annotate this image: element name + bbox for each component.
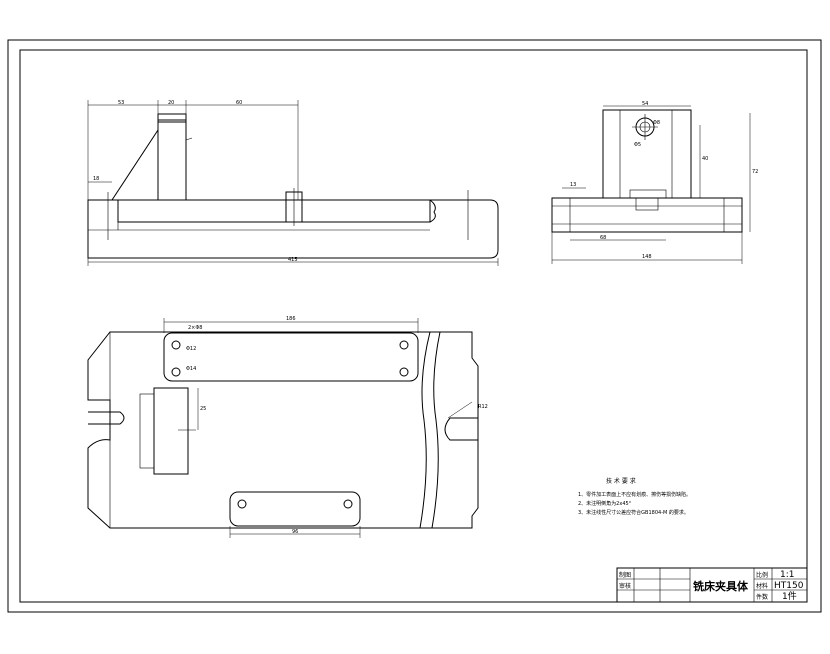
side-hole-label-1: Φ8 [653,120,660,126]
tb-material-label: 材料 [756,582,768,590]
tb-material: HT150 [774,581,804,591]
side-dim-right: 40 [702,156,708,162]
side-dim-left-small: 13 [570,182,576,188]
front-dim-top-1: 53 [118,100,124,106]
top-view: 186 96 R12 25 2×Φ8 Φ12 Φ14 [87,316,488,538]
top-dim-top: 186 [286,316,296,322]
notes-line-2: 2、未注明倒角为2x45° [578,500,632,507]
side-dim-top: 54 [642,101,648,107]
tb-scale: 1:1 [780,570,794,580]
notes-line-1: 1、零件加工表面上不应有划痕、擦伤等损伤缺陷。 [578,491,691,498]
side-dim-height: 72 [752,169,758,175]
front-dim-top-3: 60 [236,100,242,106]
top-hole-2: Φ12 [186,346,196,352]
front-dim-top-2: 20 [168,100,174,106]
tb-row1-left: 制图 [619,571,631,579]
front-dim-overall: 415 [288,257,298,263]
tb-row2-left: 审核 [619,582,631,590]
side-dim-bottom-inner: 68 [600,235,606,241]
top-dim-side: 25 [200,406,206,412]
top-dim-slot: R12 [478,404,488,410]
title-block: 制图 审核 铣床夹具体 比例 1:1 材料 HT150 件数 1件 [616,567,808,603]
notes-heading: 技 术 要 求 [606,477,636,485]
top-hole-3: Φ14 [186,366,196,372]
tb-qty: 1件 [782,590,797,602]
front-dim-left: 18 [93,176,99,182]
notes-line-3: 3、未注线性尺寸公差应符合GB1804-M 的要求。 [578,509,689,516]
top-dim-bottom: 96 [292,529,298,535]
tb-qty-label: 件数 [756,593,768,601]
front-view: 53 20 60 18 415 [87,100,499,266]
top-hole-1: 2×Φ8 [188,325,203,331]
side-hole-label-2: Φ5 [634,142,641,148]
technical-notes: 技 术 要 求 1、零件加工表面上不应有划痕、擦伤等损伤缺陷。 2、未注明倒角为… [578,477,691,516]
inner-border [19,49,808,603]
side-view: Φ8 Φ5 54 72 40 13 68 148 [551,101,758,264]
tb-scale-label: 比例 [756,571,768,579]
tb-title: 铣床夹具体 [693,579,749,593]
outer-border [7,39,822,613]
side-dim-bottom: 148 [642,254,652,260]
